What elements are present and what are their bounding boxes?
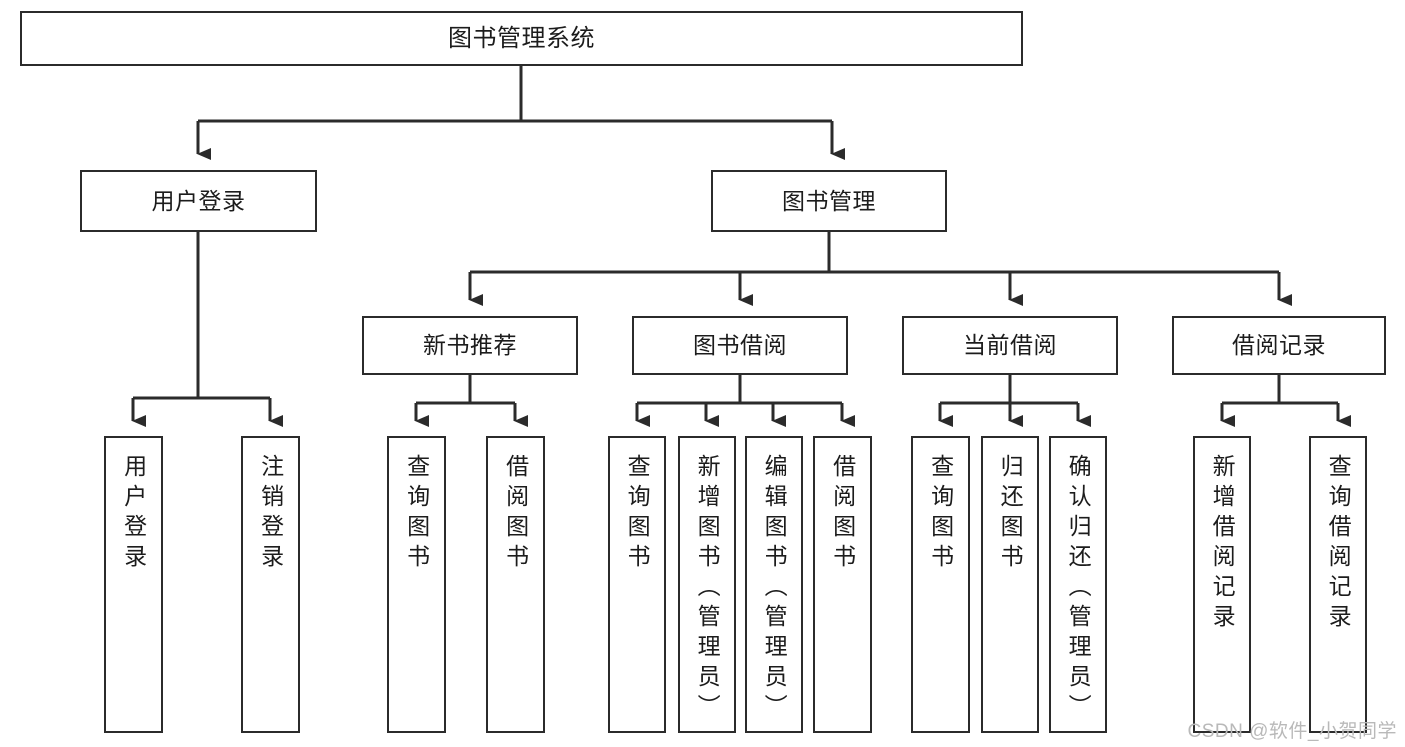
node-label: 查询图书 xyxy=(927,454,954,574)
node-leaf-query-book-new[interactable]: 查询图书 xyxy=(387,436,446,733)
node-label: 借阅图书 xyxy=(502,454,529,574)
node-label: 当前借阅 xyxy=(963,332,1057,359)
node-label: 归还图书 xyxy=(997,454,1024,574)
node-leaf-logout[interactable]: 注销登录 xyxy=(241,436,300,733)
node-leaf-user-login[interactable]: 用户登录 xyxy=(104,436,163,733)
node-label: 图书管理 xyxy=(782,187,876,214)
node-leaf-add-borrow-record[interactable]: 新增借阅记录 xyxy=(1193,436,1251,733)
node-label: 借阅图书 xyxy=(829,454,856,574)
node-leaf-confirm-return[interactable]: 确认归还（管理员） xyxy=(1049,436,1107,733)
node-label: 图书管理系统 xyxy=(448,24,595,52)
node-label: 图书借阅 xyxy=(693,332,787,359)
node-leaf-borrow-book-new[interactable]: 借阅图书 xyxy=(486,436,545,733)
node-book-manage[interactable]: 图书管理 xyxy=(711,170,947,232)
node-label: 查询借阅记录 xyxy=(1325,454,1352,634)
node-root-system[interactable]: 图书管理系统 xyxy=(20,11,1023,66)
watermark-text: CSDN @软件_小贺同学 xyxy=(1187,721,1397,742)
node-current-borrow[interactable]: 当前借阅 xyxy=(902,316,1118,375)
node-label: 新书推荐 xyxy=(423,332,517,359)
node-label: 用户登录 xyxy=(120,454,147,574)
node-label: 新增借阅记录 xyxy=(1209,454,1236,634)
node-leaf-query-book-borrow[interactable]: 查询图书 xyxy=(608,436,666,733)
node-user-login[interactable]: 用户登录 xyxy=(80,170,317,232)
node-label: 注销登录 xyxy=(257,454,284,574)
node-label: 借阅记录 xyxy=(1232,332,1326,359)
node-leaf-add-book[interactable]: 新增图书（管理员） xyxy=(678,436,736,733)
node-leaf-return-book[interactable]: 归还图书 xyxy=(981,436,1039,733)
node-label: 用户登录 xyxy=(151,187,246,214)
node-label: 查询图书 xyxy=(624,454,651,574)
node-label: 确认归还（管理员） xyxy=(1065,454,1092,724)
node-leaf-edit-book[interactable]: 编辑图书（管理员） xyxy=(745,436,803,733)
node-book-borrow[interactable]: 图书借阅 xyxy=(632,316,848,375)
node-label: 编辑图书（管理员） xyxy=(761,454,788,724)
node-new-book-recommend[interactable]: 新书推荐 xyxy=(362,316,578,375)
node-leaf-query-borrow-record[interactable]: 查询借阅记录 xyxy=(1309,436,1367,733)
node-leaf-query-book-current[interactable]: 查询图书 xyxy=(911,436,970,733)
node-leaf-borrow-book[interactable]: 借阅图书 xyxy=(813,436,872,733)
node-label: 查询图书 xyxy=(403,454,430,574)
node-borrow-record[interactable]: 借阅记录 xyxy=(1172,316,1386,375)
node-label: 新增图书（管理员） xyxy=(694,454,721,724)
